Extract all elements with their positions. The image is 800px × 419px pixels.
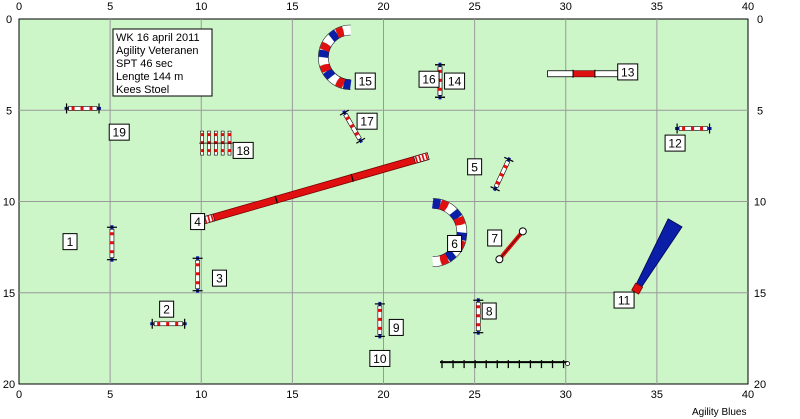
svg-text:8: 8	[486, 305, 493, 319]
tunnel-icon	[318, 24, 352, 90]
x-tick-top: 25	[469, 1, 481, 13]
obstacle-label: 14	[444, 72, 466, 90]
info-box: WK 16 april 2011 Agility Veteranen SPT 4…	[112, 28, 213, 97]
y-tick-right: 20	[754, 379, 766, 391]
svg-text:4: 4	[194, 215, 201, 229]
obstacle-layer	[64, 24, 712, 369]
svg-text:15: 15	[359, 75, 373, 89]
x-tick-top: 30	[560, 1, 572, 13]
hurdle-icon	[339, 109, 366, 144]
obstacle-label: 17	[356, 112, 378, 130]
svg-text:6: 6	[451, 237, 458, 251]
obstacle-label: 12	[664, 134, 686, 152]
obstacle-label: 4	[190, 213, 206, 231]
svg-text:16: 16	[422, 73, 436, 87]
svg-text:18: 18	[236, 144, 250, 158]
svg-text:14: 14	[448, 75, 462, 89]
x-tick-bottom: 25	[469, 389, 481, 401]
x-tick-bottom: 20	[377, 389, 389, 401]
credit-label: Agility Blues	[692, 407, 746, 418]
svg-text:5: 5	[471, 160, 478, 174]
x-tick-bottom: 30	[560, 389, 572, 401]
hurdle-icon	[106, 225, 117, 262]
info-line-judge: Kees Stoel	[116, 84, 169, 96]
y-tick-right: 0	[757, 14, 763, 26]
x-tick-top: 35	[651, 1, 663, 13]
obstacle-label: 11	[613, 291, 635, 309]
y-tick-left: 5	[6, 105, 12, 117]
x-tick-top: 20	[377, 1, 389, 13]
svg-text:3: 3	[216, 272, 223, 286]
svg-text:7: 7	[491, 232, 498, 246]
x-tick-top: 40	[742, 1, 754, 13]
y-tick-right: 5	[757, 105, 763, 117]
obstacle-label: 13	[617, 63, 639, 81]
hurdle-icon	[374, 301, 385, 339]
svg-text:12: 12	[668, 137, 682, 151]
long-jump-icon	[547, 69, 621, 78]
svg-text:17: 17	[360, 115, 374, 129]
info-line-date: WK 16 april 2011	[116, 32, 200, 44]
obstacle-label: 15	[354, 72, 376, 90]
x-tick-bottom: 35	[651, 389, 663, 401]
obstacle-label: 1	[62, 233, 78, 251]
hurdle-icon	[675, 123, 712, 134]
obstacle-label: 2	[159, 300, 175, 318]
obstacle-label: 10	[369, 349, 391, 367]
obstacle-label: 19	[108, 123, 130, 141]
x-tick-bottom: 0	[16, 389, 22, 401]
obstacle-label: 16	[418, 70, 440, 88]
svg-text:1: 1	[67, 235, 74, 249]
obstacle-label: 3	[211, 269, 227, 287]
y-tick-left: 20	[3, 379, 15, 391]
x-tick-bottom: 10	[195, 389, 207, 401]
info-box-frame	[112, 28, 213, 97]
closed-tunnel-icon	[631, 218, 683, 295]
y-tick-right: 10	[754, 197, 766, 209]
x-tick-top: 15	[286, 1, 298, 13]
svg-text:2: 2	[163, 303, 170, 317]
info-line-length: Lengte 144 m	[116, 71, 183, 83]
obstacle-label: 9	[388, 318, 404, 336]
obstacle-label: 18	[232, 141, 254, 159]
info-line-spt: SPT 46 sec	[116, 58, 173, 70]
x-tick-top: 10	[195, 1, 207, 13]
info-line-class: Agility Veteranen	[116, 45, 199, 57]
y-tick-right: 15	[754, 288, 766, 300]
x-tick-bottom: 40	[742, 389, 754, 401]
weave-poles-icon	[439, 360, 570, 369]
svg-text:9: 9	[393, 321, 400, 335]
wall-icon	[199, 130, 233, 156]
x-tick-bottom: 5	[107, 389, 113, 401]
obstacle-label: 6	[447, 234, 463, 252]
y-tick-left: 15	[3, 288, 15, 300]
svg-text:11: 11	[618, 294, 631, 308]
hurdle-icon	[64, 103, 102, 114]
obstacle-label: 8	[481, 302, 497, 320]
x-tick-bottom: 15	[286, 389, 298, 401]
y-tick-left: 10	[3, 197, 15, 209]
hurdle-icon	[150, 318, 187, 329]
tire-icon	[495, 227, 527, 264]
x-tick-top: 0	[16, 1, 22, 13]
x-tick-top: 5	[107, 1, 113, 13]
svg-text:10: 10	[373, 352, 387, 366]
obstacle-label: 5	[467, 158, 483, 176]
svg-text:13: 13	[621, 65, 635, 79]
hurdle-icon	[473, 298, 484, 335]
y-tick-left: 0	[6, 14, 12, 26]
hurdle-icon	[490, 156, 514, 192]
obstacle-label: 7	[487, 229, 503, 247]
hurdle-icon	[192, 256, 203, 293]
svg-text:19: 19	[113, 126, 127, 140]
